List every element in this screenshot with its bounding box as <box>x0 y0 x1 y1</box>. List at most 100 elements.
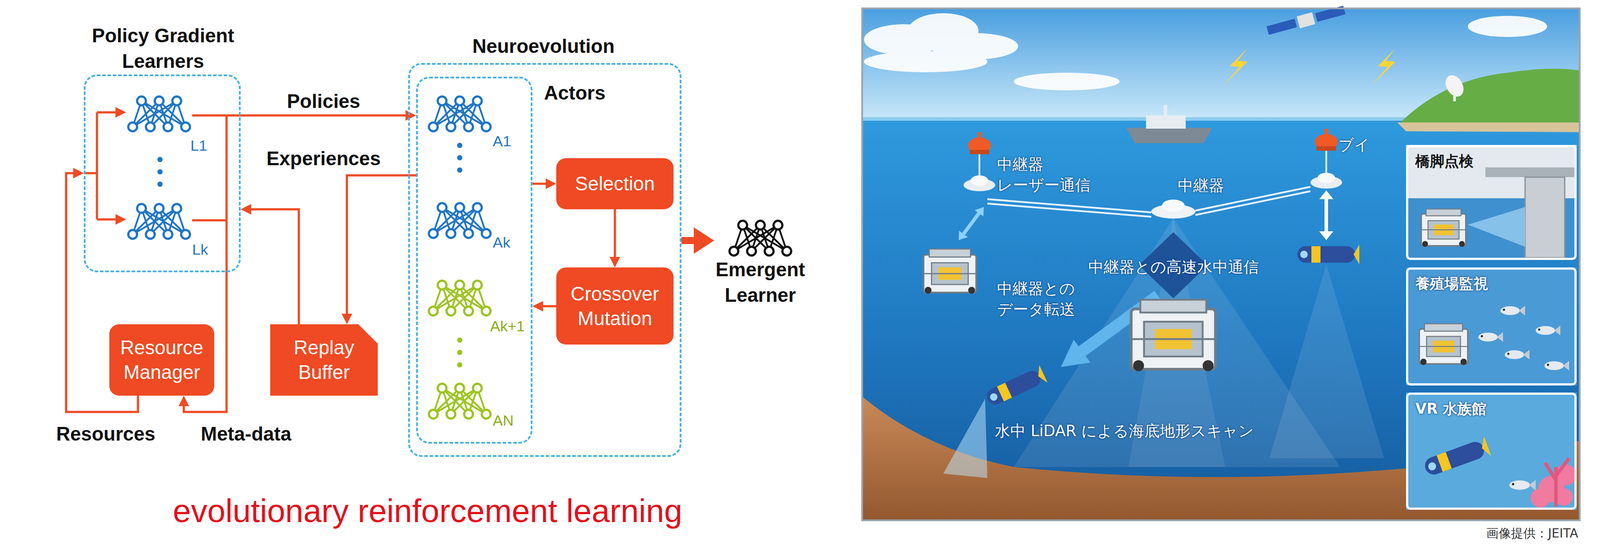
bracket-line <box>83 112 117 220</box>
group-heading: Neuroevolution <box>411 33 676 60</box>
box-text: Replay Buffer <box>276 335 372 385</box>
ellipsis-dots <box>157 156 163 163</box>
connector-line <box>613 209 617 260</box>
group-heading: Actors <box>535 80 615 106</box>
ocean-illustration <box>1421 208 1466 247</box>
ocean-illustration <box>978 154 981 178</box>
ocean-illustration <box>1324 198 1329 233</box>
bracket-arrowhead <box>115 107 127 225</box>
ocean-illustration <box>1441 71 1467 100</box>
node-caption: Emergent Learner <box>714 256 807 309</box>
ocean-illustration <box>983 364 1048 409</box>
bracket-arrowhead <box>115 107 127 118</box>
network-icon <box>128 96 190 132</box>
ocean-illustration <box>1525 177 1565 258</box>
ocean-illustration <box>1397 122 1580 133</box>
ocean-illustration <box>987 203 1152 217</box>
arrowhead <box>405 110 417 121</box>
connector-line <box>346 175 417 317</box>
ocean-illustration <box>1421 436 1492 479</box>
ocean-illustration <box>1509 480 1536 491</box>
illustration-label: 中継器 レーザー通信 <box>997 154 1103 197</box>
ocean-illustration <box>1406 145 1577 261</box>
ocean-illustration <box>862 8 1580 521</box>
ocean-illustration <box>1316 146 1336 151</box>
ocean-illustration <box>969 149 990 155</box>
learner-node: Emergent Learner <box>714 215 807 313</box>
ellipsis-dots <box>157 169 163 175</box>
illustration-label: 中継器 <box>1177 175 1225 197</box>
network-icon <box>428 280 491 316</box>
illustration-label: ブイ <box>1338 134 1370 156</box>
process-box: Crossover Mutation <box>556 267 674 345</box>
ocean-illustration <box>1296 12 1316 29</box>
ocean-illustration <box>1500 305 1526 316</box>
arrowhead <box>545 178 557 190</box>
ellipsis-dots <box>457 167 463 173</box>
illustration-label: 水中 LiDAR による海底地形スキャン <box>994 420 1254 442</box>
panel-title: 橋脚点検 <box>1408 147 1575 176</box>
ellipsis-dots <box>157 181 163 187</box>
connector-line <box>240 114 408 117</box>
ocean-illustration <box>1530 488 1551 508</box>
ellipsis-dots <box>457 142 463 149</box>
connector <box>341 175 417 325</box>
ocean-illustration <box>1325 150 1328 175</box>
ocean-illustration <box>1126 127 1213 144</box>
ocean-illustration <box>1504 349 1530 360</box>
group-heading: Policy Gradient Learners <box>74 22 252 75</box>
ocean-illustration <box>1406 267 1577 386</box>
node-subscript-label: L1 <box>190 135 208 157</box>
ocean-illustration <box>1485 167 1577 178</box>
ocean-illustration <box>1401 68 1580 124</box>
network-icon <box>428 383 491 419</box>
ocean-illustration <box>970 175 989 187</box>
ocean-illustration <box>1530 464 1577 508</box>
bracket-line <box>83 112 241 273</box>
node-subscript-label: A1 <box>492 131 512 152</box>
ocean-illustration <box>863 13 1548 91</box>
box-text: Selection <box>574 171 655 197</box>
network-icon <box>428 203 491 239</box>
ocean-illustration <box>1269 264 1385 459</box>
network-icon <box>729 220 792 256</box>
ellipsis-dots <box>457 362 463 368</box>
arrowhead <box>178 395 190 407</box>
use-case-panel: VR 水族館 <box>1406 392 1577 510</box>
ocean-illustration <box>863 51 988 73</box>
use-case-panel: 養殖場監視 <box>1406 267 1577 386</box>
arrowhead <box>609 256 621 268</box>
connector-line <box>532 182 548 186</box>
ocean-illustration <box>983 364 1048 409</box>
box-text: Crossover Mutation <box>562 281 668 332</box>
connector-line <box>249 209 299 325</box>
ocean-illustration <box>1319 190 1334 200</box>
edge-label: Policies <box>286 88 361 115</box>
panel-title: 養殖場監視 <box>1408 269 1575 298</box>
ocean-illustration <box>1319 231 1334 241</box>
network-icon <box>128 96 792 419</box>
bracket-arrowhead <box>115 214 127 225</box>
edge-label: Resources <box>56 420 156 447</box>
ocean-illustration <box>1467 207 1526 247</box>
ocean-illustration <box>1406 392 1577 510</box>
ocean-illustration <box>1317 172 1336 184</box>
ocean-illustration <box>1223 48 1248 86</box>
ocean-illustration <box>923 249 977 294</box>
use-case-panel: 橋脚点検 <box>1406 145 1577 261</box>
ocean-illustration <box>1131 299 1216 372</box>
ocean-illustration <box>1195 191 1311 216</box>
ocean-illustration <box>1421 436 1492 479</box>
ocean-illustration <box>1535 325 1561 336</box>
ocean-illustration <box>1419 323 1468 366</box>
ocean-illustration <box>1544 458 1570 507</box>
process-box: Selection <box>556 158 674 210</box>
ocean-illustration <box>1266 18 1297 35</box>
connector <box>609 209 621 268</box>
connector-line <box>540 305 557 308</box>
buffer-outline <box>270 324 378 396</box>
node-subscript-label: AN <box>492 410 514 432</box>
arrowhead <box>693 227 715 254</box>
ellipsis-dots <box>457 337 463 343</box>
buffer-outline <box>270 324 378 396</box>
